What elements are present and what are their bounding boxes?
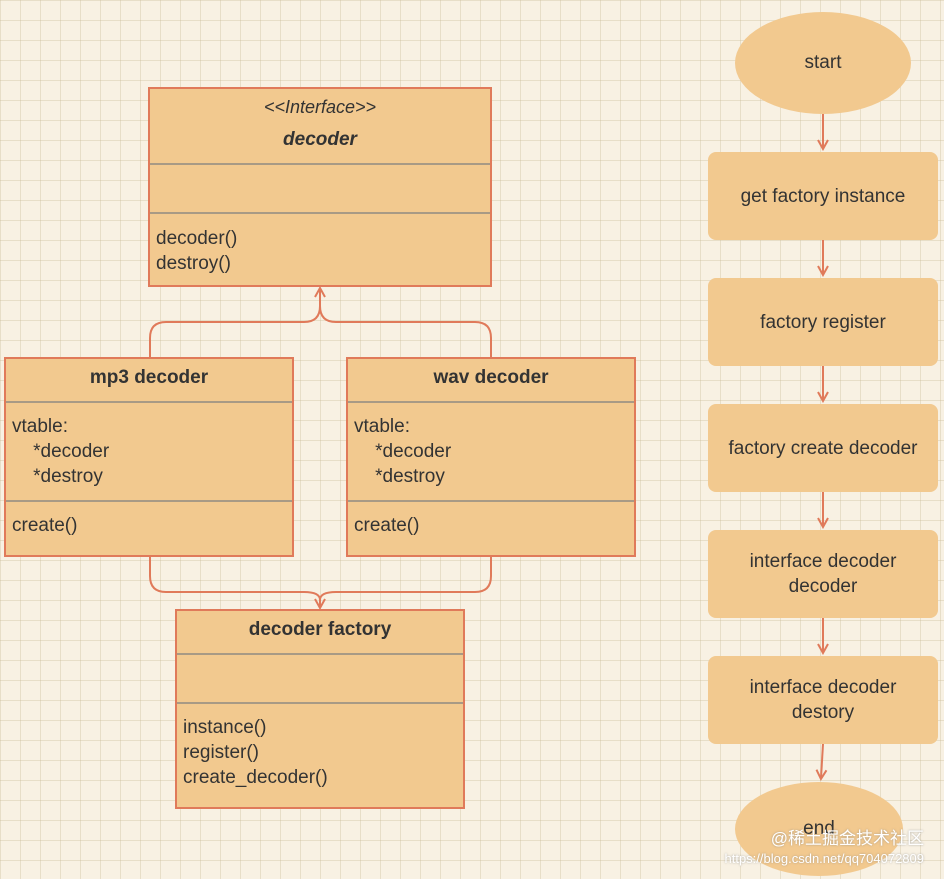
flow-step-label: factory create decoder (728, 437, 918, 459)
method: create_decoder() (183, 767, 328, 788)
class-decoder-factory: decoder factory instance() register() cr… (175, 609, 465, 809)
method: decoder() (156, 228, 238, 249)
separator (348, 401, 634, 403)
separator (177, 653, 463, 655)
separator (6, 500, 292, 502)
decoder-factory-methods: instance() register() create_decoder() (183, 715, 457, 790)
flow-step-interface-decoder-decoder: interface decoder decoder (708, 530, 938, 618)
separator (177, 702, 463, 704)
edge-wav-to-interface (319, 305, 492, 357)
separator (150, 212, 490, 214)
class-wav-decoder: wav decoder vtable: *decoder *destroy cr… (346, 357, 636, 557)
method: destroy() (156, 253, 231, 274)
edge-mp3-to-factory (149, 556, 320, 607)
separator (150, 163, 490, 165)
flow-step-get-factory-instance: get factory instance (708, 152, 938, 240)
wav-decoder-attributes: vtable: *decoder *destroy (354, 414, 628, 489)
attribute: *decoder (12, 441, 110, 462)
attribute: *destroy (12, 466, 103, 487)
method: register() (183, 742, 260, 763)
flow-end-label: end (803, 818, 835, 839)
mp3-decoder-methods: create() (12, 513, 286, 538)
flow-end-node: end (735, 782, 903, 876)
interface-stereotype: <<Interface>> (263, 97, 377, 117)
mp3-decoder-attributes: vtable: *decoder *destroy (12, 414, 286, 489)
flow-step-factory-create-decoder: factory create decoder (708, 404, 938, 492)
flow-start-label: start (804, 52, 842, 73)
interface-name: decoder (283, 129, 357, 150)
separator (348, 500, 634, 502)
watermark-url: https://blog.csdn.net/qq704072809 (724, 851, 925, 866)
flow-arrow-6 (821, 743, 823, 778)
edge-mp3-to-interface (149, 289, 320, 357)
attribute: *destroy (354, 466, 445, 487)
watermark: @稀土掘金技术社区 https://blog.csdn.net/qq704072… (725, 829, 925, 869)
watermark-site: @稀土掘金技术社区 (770, 829, 924, 848)
flow-step-label: interface decoder decoder (749, 551, 897, 597)
flow-step-interface-decoder-destory: interface decoder destory (708, 656, 938, 744)
attribute: *decoder (354, 441, 452, 462)
attribute: vtable: (12, 416, 68, 437)
flow-step-label: get factory instance (740, 185, 906, 207)
interface-methods: decoder() destroy() (156, 226, 484, 276)
class-mp3-decoder: mp3 decoder vtable: *decoder *destroy cr… (4, 357, 294, 557)
method: create() (12, 515, 78, 536)
decoder-factory-name: decoder factory (248, 619, 392, 640)
attribute: vtable: (354, 416, 410, 437)
edge-wav-to-factory (319, 556, 492, 601)
wav-decoder-name: wav decoder (433, 367, 549, 388)
flow-step-factory-register: factory register (708, 278, 938, 366)
wav-decoder-methods: create() (354, 513, 628, 538)
flow-step-label: interface decoder destory (749, 677, 897, 723)
method: create() (354, 515, 420, 536)
flow-step-label: factory register (760, 311, 886, 333)
method: instance() (183, 717, 267, 738)
separator (6, 401, 292, 403)
class-decoder-interface: <<Interface>> decoder decoder() destroy(… (148, 87, 492, 287)
flow-start-node: start (735, 12, 911, 114)
mp3-decoder-name: mp3 decoder (89, 367, 209, 388)
